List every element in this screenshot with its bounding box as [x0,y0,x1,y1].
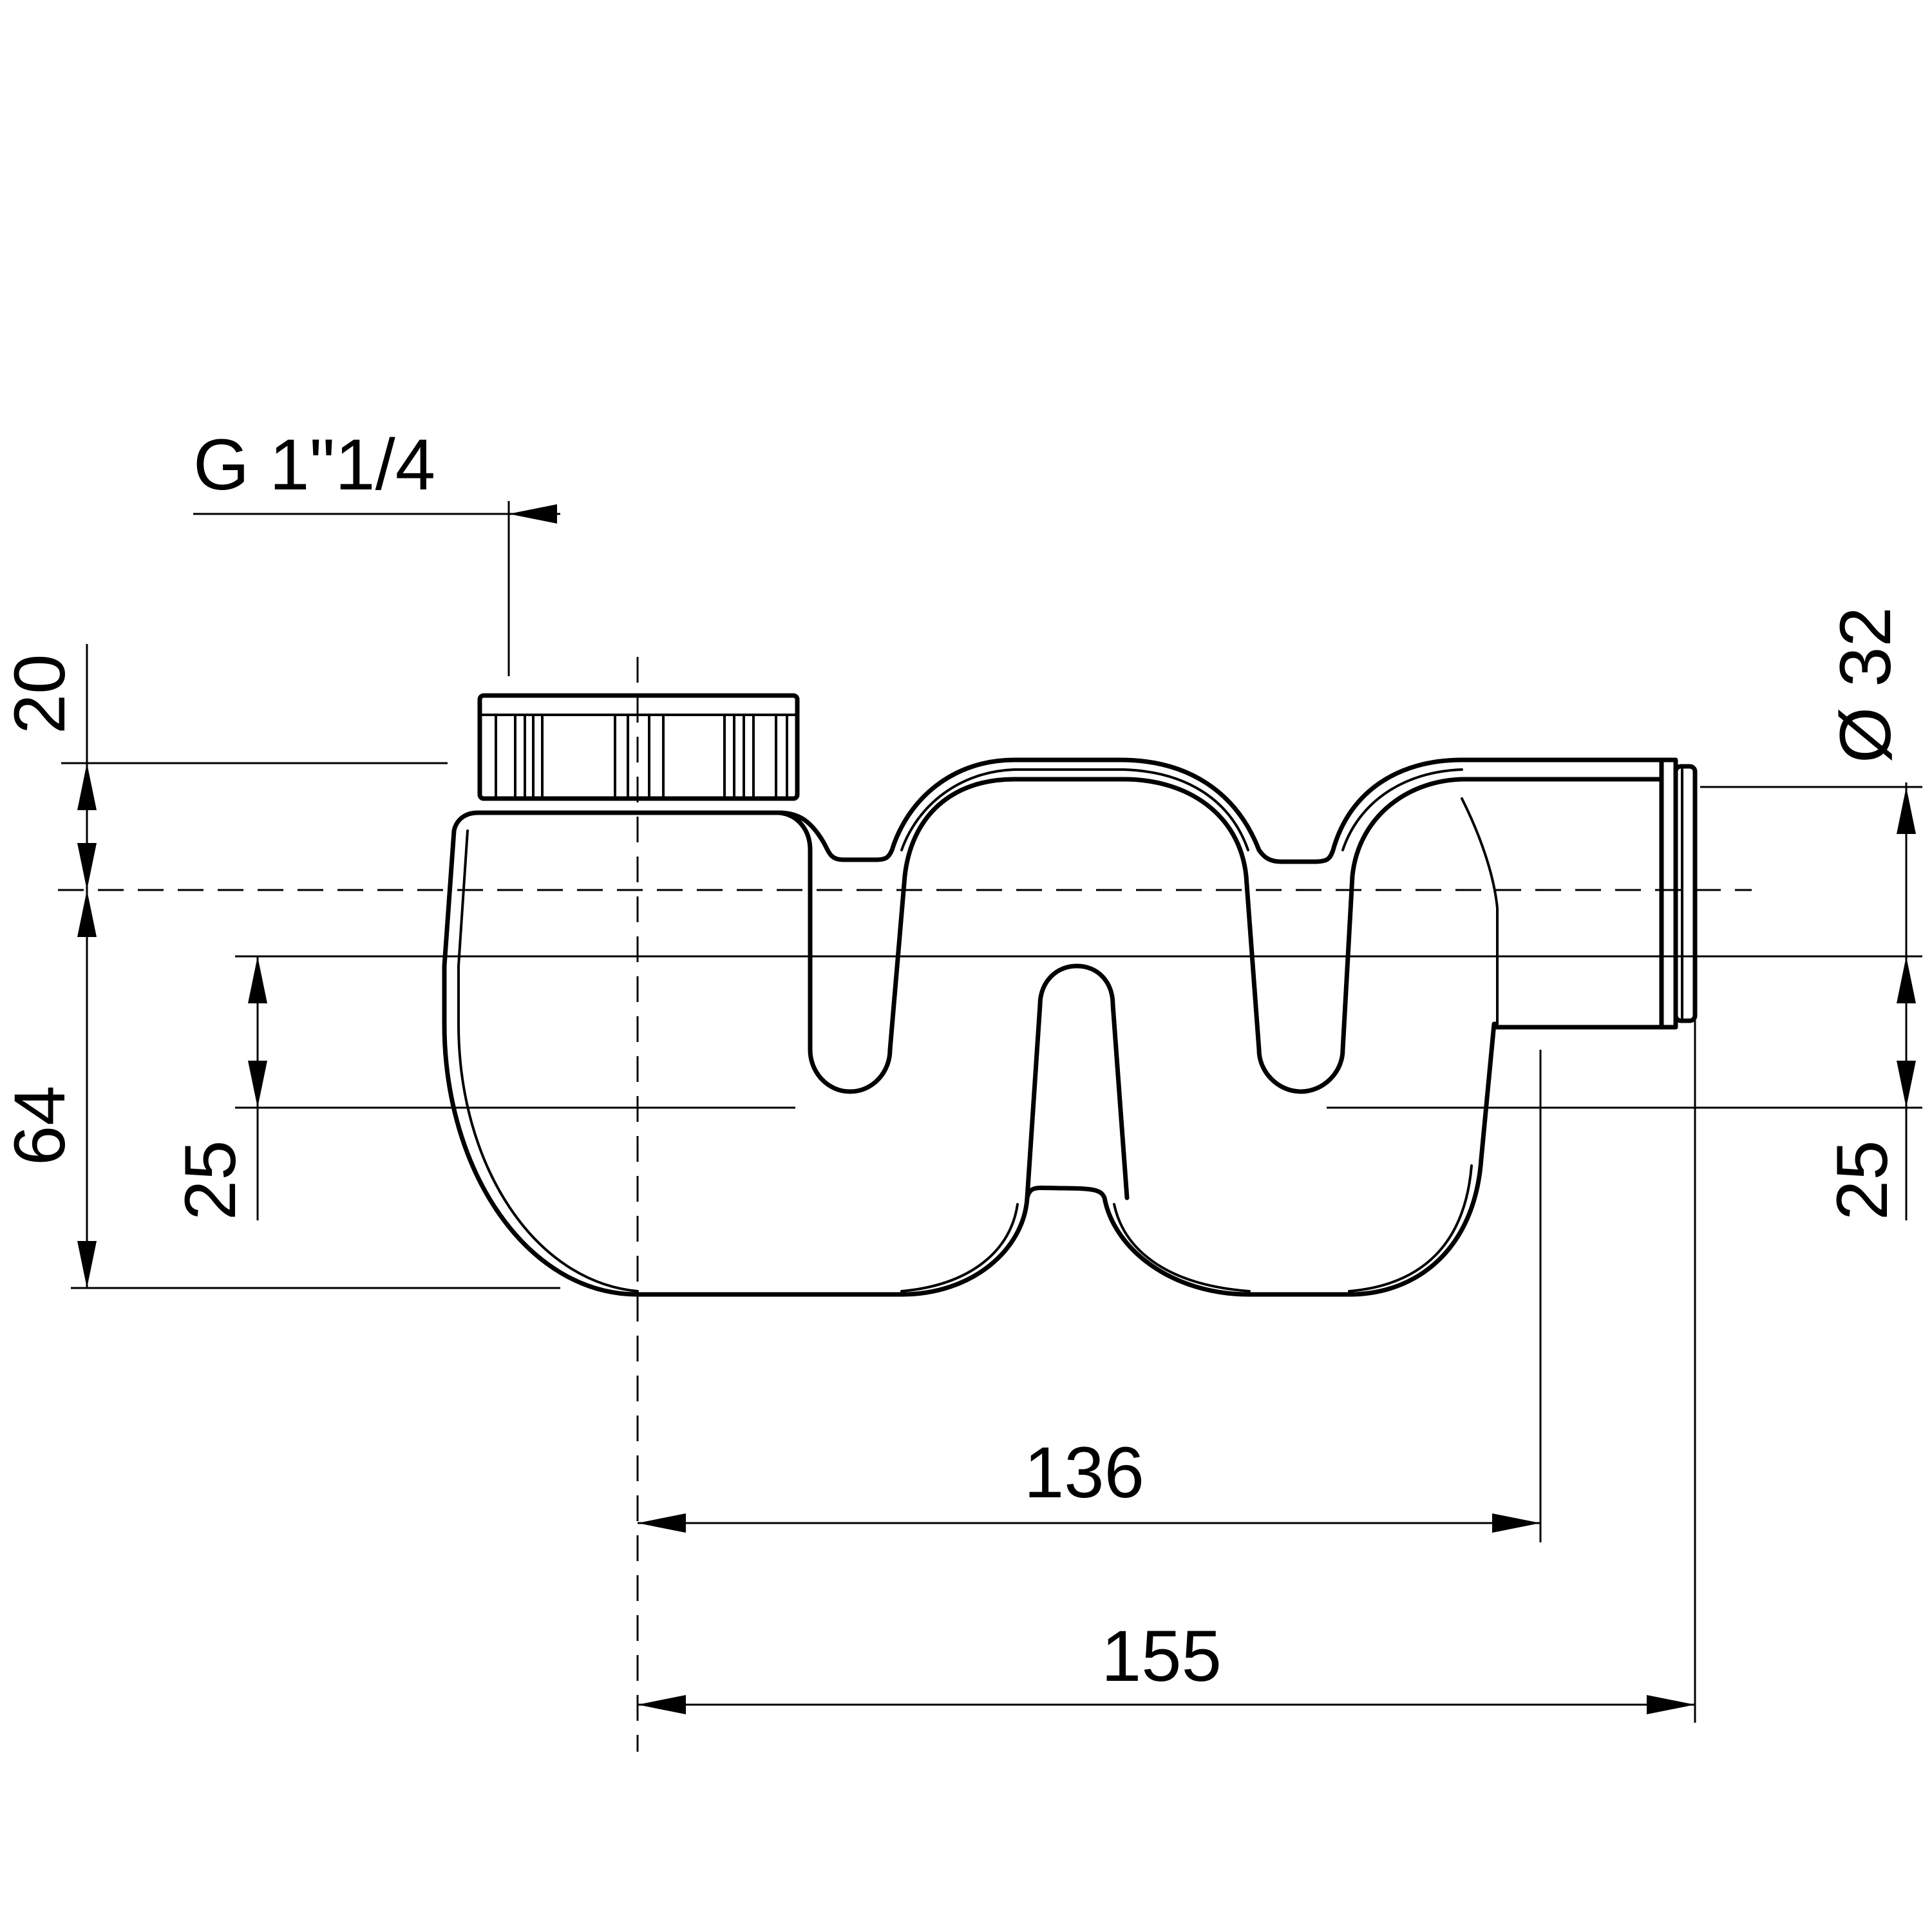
dimension-labels: G 1"1/4 Ø 32 20 64 25 25 136 155 [0,424,1906,1696]
dim-diameter-label: Ø 32 [1825,607,1906,763]
dim-length-inner-label: 136 [1024,1432,1144,1513]
dim-length-outer-label: 155 [1101,1616,1222,1696]
dim-thread-label: G 1"1/4 [193,424,435,505]
dim-height-total-label: 64 [0,1085,80,1166]
dim-height-top-label: 20 [0,654,80,734]
central-baffle [1025,963,1130,1200]
dim-outlet-left-label: 25 [170,1140,251,1220]
dimension-lines [61,501,1922,1723]
center-lines [58,657,1752,1752]
outlet-collar [1659,757,1698,1030]
siphon-outline [442,757,1664,1297]
siphon-body [442,693,1698,1297]
dim-outlet-right-label: 25 [1822,1140,1902,1220]
trap-inner-walls [777,777,1664,1094]
